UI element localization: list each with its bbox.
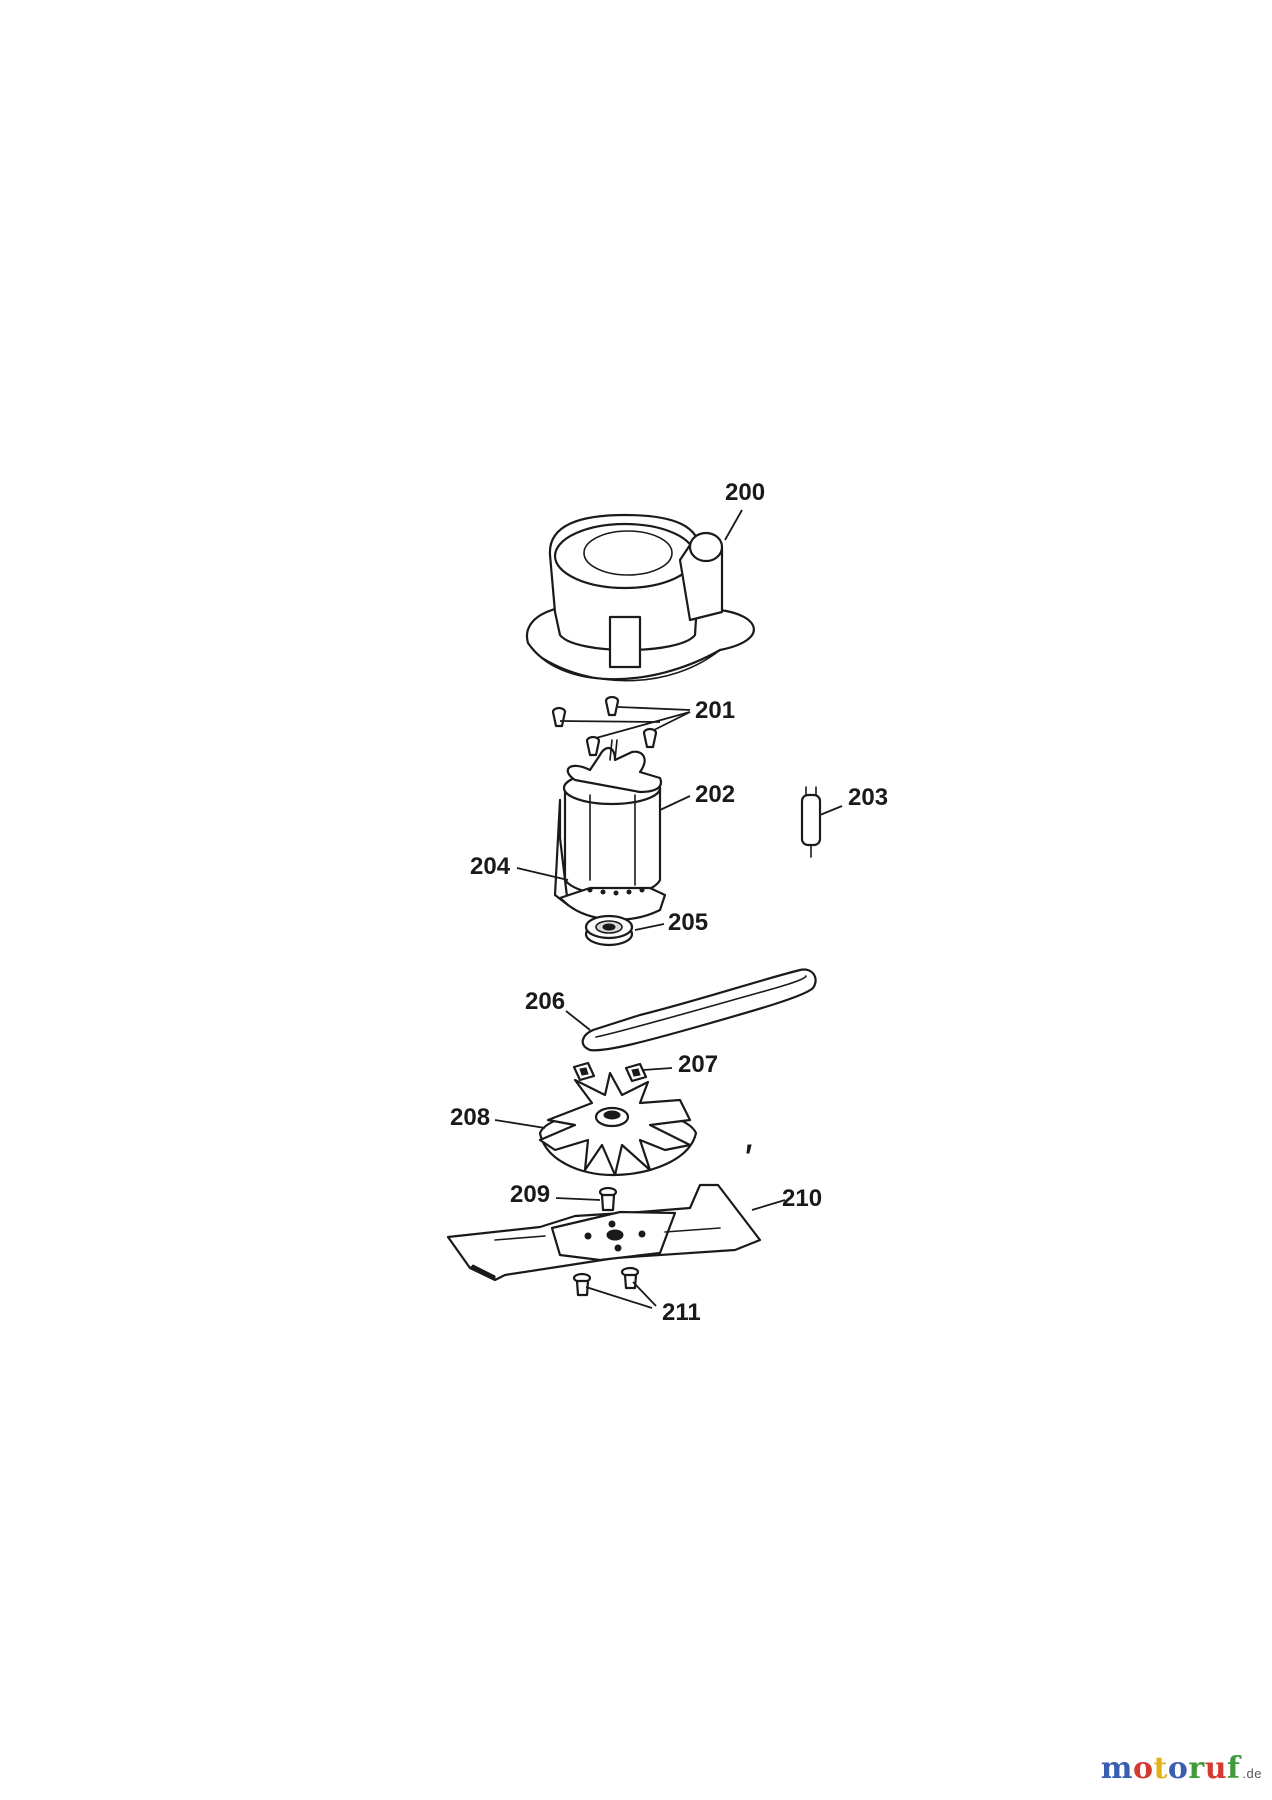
label-205: 205 [668,909,708,936]
stray-mark [746,1144,752,1154]
part-belt-206 [581,968,817,1052]
brand-suffix: .de [1242,1766,1262,1781]
brand-logo: motoruf.de [1101,1751,1262,1786]
brand-letter: t [1153,1751,1168,1786]
label-207: 207 [678,1051,718,1078]
part-bolts-211 [572,1266,640,1297]
brand-letter: o [1133,1751,1154,1786]
label-211: 211 [662,1299,701,1326]
brand-letter: u [1204,1751,1228,1786]
part-labels: 200 201 202 203 204 205 206 207 208 209 … [450,479,888,1326]
label-202: 202 [695,781,735,808]
label-203: 203 [848,784,888,811]
label-201: 201 [695,697,735,724]
label-208: 208 [450,1104,490,1131]
part-screws-201 [551,695,691,757]
leader-lines [494,509,843,1309]
part-capacitor-203 [800,786,822,858]
label-210: 210 [782,1185,822,1212]
brand-letter: f [1227,1751,1241,1786]
part-bearing-205 [584,914,634,947]
label-206: 206 [525,988,565,1015]
part-motor-202 [553,739,667,921]
label-209: 209 [510,1181,550,1208]
label-204: 204 [470,853,511,880]
part-blade-210 [446,1183,762,1282]
part-fan-208 [538,1071,698,1177]
part-clips-207 [572,1061,648,1083]
brand-letter: r [1188,1751,1205,1786]
brand-letter: m [1100,1751,1133,1786]
part-bolt-209 [598,1186,618,1212]
brand-letter: o [1167,1751,1189,1786]
part-motor-cover [525,513,755,682]
label-200: 200 [725,479,765,506]
